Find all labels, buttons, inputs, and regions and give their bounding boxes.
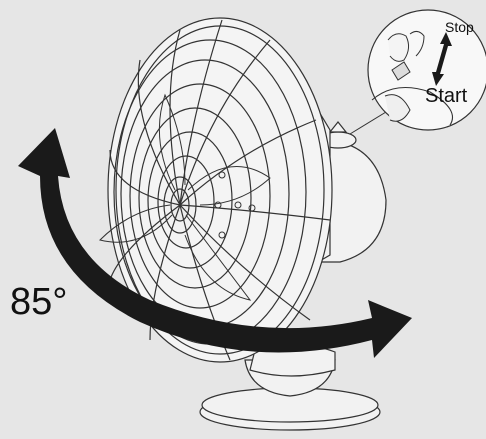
fan-base: [199, 342, 381, 431]
oscillation-angle-label: 85°: [10, 281, 68, 323]
knob-callout: [349, 9, 486, 135]
start-label: Start: [425, 85, 468, 107]
oscillation-arrow-icon: [18, 128, 412, 358]
fan-blades: [99, 93, 271, 301]
stop-label: Stop: [445, 19, 474, 35]
fan-guard: [107, 17, 333, 363]
up-down-arrow-icon: [432, 32, 452, 86]
